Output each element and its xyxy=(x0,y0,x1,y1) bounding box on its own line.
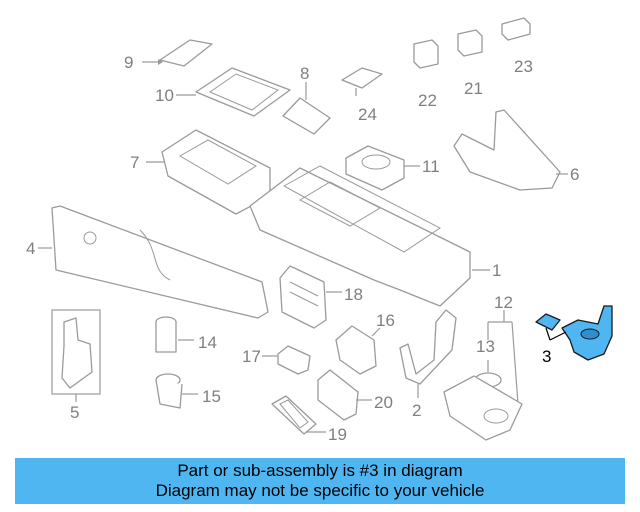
part-12-cupholder xyxy=(443,375,523,441)
part-11: 11 xyxy=(345,145,440,191)
callout-3: 3 xyxy=(542,347,551,366)
callout-18: 18 xyxy=(344,285,363,304)
part-7: 7 xyxy=(130,129,271,215)
callout-10: 10 xyxy=(155,86,174,105)
parts-diagram: 9 10 8 24 22 21 23 7 1 xyxy=(26,17,613,444)
part-20: 20 xyxy=(317,369,393,421)
callout-7: 7 xyxy=(130,153,139,172)
part-23: 23 xyxy=(501,17,533,76)
part-22: 22 xyxy=(413,39,439,110)
part-24: 24 xyxy=(341,67,383,124)
part-8: 8 xyxy=(282,64,331,135)
part-18: 18 xyxy=(279,265,363,329)
callout-14: 14 xyxy=(198,333,217,352)
callout-24: 24 xyxy=(358,105,377,124)
callout-6: 6 xyxy=(570,165,579,184)
callout-5: 5 xyxy=(70,403,79,422)
part-19: 19 xyxy=(271,395,347,444)
callout-1: 1 xyxy=(492,261,501,280)
banner-line-2: Diagram may not be specific to your vehi… xyxy=(155,481,485,500)
part-5: 5 xyxy=(51,309,101,422)
callout-23: 23 xyxy=(514,57,533,76)
callout-21: 21 xyxy=(464,79,483,98)
callout-13: 13 xyxy=(476,337,495,356)
part-4: 4 xyxy=(26,205,269,319)
callout-4: 4 xyxy=(26,239,35,258)
callout-8: 8 xyxy=(300,64,309,83)
part-9: 9 xyxy=(124,39,213,72)
part-2: 2 xyxy=(399,309,457,420)
part-1: 1 xyxy=(249,165,501,307)
callout-19: 19 xyxy=(328,425,347,444)
callout-20: 20 xyxy=(374,393,393,412)
part-16: 16 xyxy=(335,311,395,375)
callout-9: 9 xyxy=(124,53,133,72)
callout-17: 17 xyxy=(242,347,261,366)
banner-line-1: Part or sub-assembly is #3 in diagram xyxy=(177,461,463,480)
callout-16: 16 xyxy=(376,311,395,330)
callout-2: 2 xyxy=(412,401,421,420)
part-10: 10 xyxy=(155,67,291,117)
part-14: 14 xyxy=(155,316,217,353)
part-15: 15 xyxy=(155,373,221,409)
part-21: 21 xyxy=(457,29,483,98)
callout-12-leader: 12 xyxy=(487,293,519,405)
info-banner: Part or sub-assembly is #3 in diagram Di… xyxy=(15,458,625,504)
part-17: 17 xyxy=(242,345,311,375)
callout-12: 12 xyxy=(494,293,513,312)
callout-15: 15 xyxy=(202,387,221,406)
callout-22: 22 xyxy=(418,91,437,110)
callout-11: 11 xyxy=(422,157,440,176)
part-3-highlighted: 3 xyxy=(535,305,613,366)
part-6: 6 xyxy=(453,109,579,191)
